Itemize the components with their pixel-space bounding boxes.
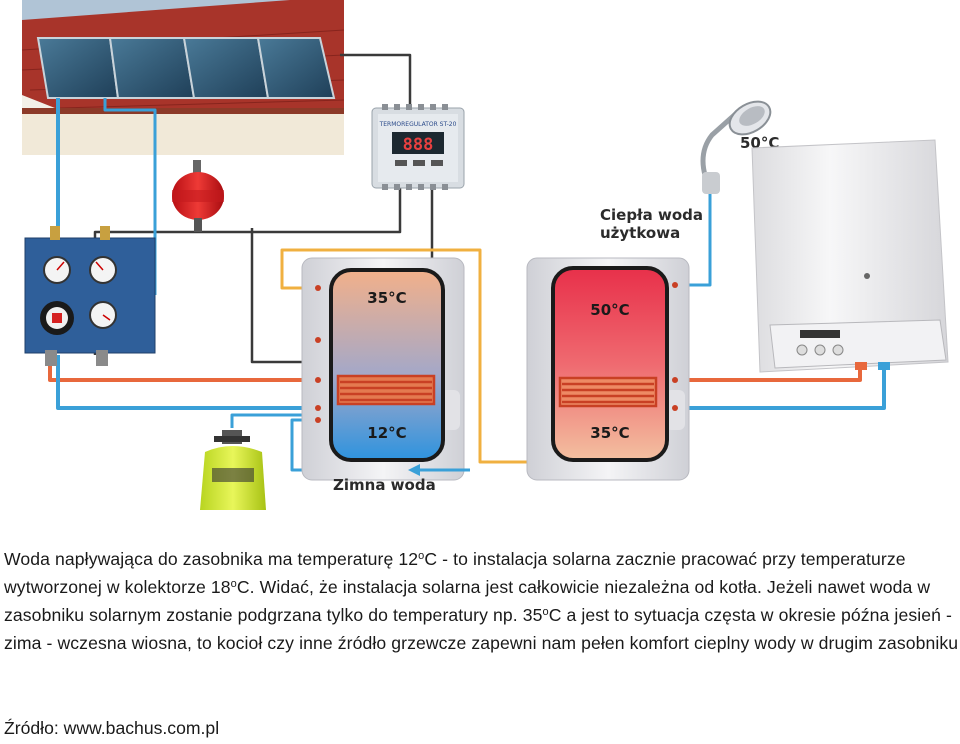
temperature-controller: TERMOREGULATOR ST-20 888 xyxy=(371,104,465,190)
shower-head-icon xyxy=(700,100,772,194)
solar-tank-top-temp: 35°C xyxy=(367,289,406,307)
safety-can-pipe xyxy=(230,413,318,428)
gas-boiler xyxy=(751,139,949,373)
second-tank: 50°C 35°C xyxy=(526,257,690,481)
controller-display: 888 xyxy=(403,135,434,155)
signal-wire-collector xyxy=(340,53,412,112)
cold-water-arrow-icon xyxy=(408,464,470,476)
caption-part-2: C - to instalacja solarna zacznie pracow… xyxy=(4,549,906,597)
caption-part-3: C. Widać, że instalacja solarna jest cał… xyxy=(4,577,931,625)
collector-flow-pipe xyxy=(103,98,157,295)
description-paragraph: Woda napływająca do zasobnika ma tempera… xyxy=(4,545,959,657)
controller-title: TERMOREGULATOR ST-20 xyxy=(379,121,457,128)
solar-panels xyxy=(36,37,336,99)
source-credit: Źródło: www.bachus.com.pl xyxy=(4,718,220,738)
solar-collector-roof xyxy=(21,0,345,155)
solar-heating-diagram: TERMOREGULATOR ST-20 888 35°C 12°C xyxy=(21,0,949,510)
pressure-gauge-icon xyxy=(89,256,117,284)
caption-part-1: Woda napływająca do zasobnika ma tempera… xyxy=(4,549,419,569)
caption-sup-3: o xyxy=(542,606,549,618)
hot-water-label-line1: Ciepła woda xyxy=(600,206,703,224)
caption-part-4: C a jest to sytuacja częsta w okresie pó… xyxy=(4,605,959,653)
second-tank-heat-coil xyxy=(558,376,658,408)
cold-water-label: Zimna woda xyxy=(333,476,436,494)
flow-gauge-icon xyxy=(89,301,117,329)
second-tank-top-temp: 50°C xyxy=(590,301,629,319)
safety-can xyxy=(200,430,266,510)
pump-station xyxy=(24,226,156,366)
caption-sup-1: o xyxy=(418,550,425,562)
temperature-gauge-icon xyxy=(43,256,71,284)
solar-tank-bottom-temp: 12°C xyxy=(367,424,406,442)
solar-hot-pipe xyxy=(48,355,318,382)
boiler-return-pipe xyxy=(675,365,886,410)
circulation-pump-icon xyxy=(40,301,74,335)
solar-tank-heat-coil xyxy=(336,374,436,406)
solar-cold-pipe xyxy=(56,355,318,410)
second-tank-bottom-temp: 35°C xyxy=(590,424,629,442)
solar-tank: 35°C 12°C xyxy=(301,257,465,481)
hot-water-label-line2: użytkowa xyxy=(600,224,680,242)
expansion-vessel xyxy=(172,160,224,232)
caption-sup-2: o xyxy=(230,578,237,590)
